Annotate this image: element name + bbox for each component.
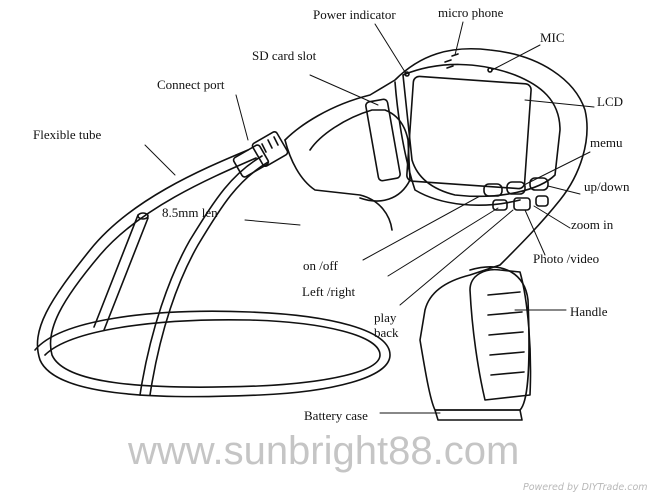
- label-up-down: up/down: [584, 179, 630, 194]
- label-lcd: LCD: [597, 94, 623, 109]
- label-photo-video: Photo /video: [533, 251, 600, 266]
- label-left-right: Left /right: [302, 284, 356, 299]
- label-flexible-tube: Flexible tube: [33, 127, 102, 142]
- label-play-back-line1: play: [374, 310, 397, 325]
- label-menu: memu: [590, 135, 623, 150]
- label-micro-phone: micro phone: [438, 5, 504, 20]
- watermark: www.sunbright88.com: [128, 429, 520, 473]
- label-battery-case: Battery case: [304, 408, 368, 423]
- label-power-indicator: Power indicator: [313, 7, 396, 22]
- label-play-back-line2: back: [374, 325, 399, 340]
- credit-text: Powered by DIYTrade.com: [523, 482, 648, 493]
- leader-lines: [144, 21, 595, 414]
- label-mic: MIC: [540, 30, 565, 45]
- device-body: [284, 47, 588, 421]
- label-connect-port: Connect port: [157, 77, 225, 92]
- label-lens: 8.5mm len: [162, 205, 218, 220]
- label-on-off: on /off: [303, 258, 338, 273]
- flexible-tube: [34, 149, 391, 398]
- lcd-screen: [406, 75, 532, 190]
- connect-port: [232, 131, 289, 178]
- label-sd-card-slot: SD card slot: [252, 48, 317, 63]
- label-zoom-in: zoom in: [571, 217, 614, 232]
- label-handle: Handle: [570, 304, 608, 319]
